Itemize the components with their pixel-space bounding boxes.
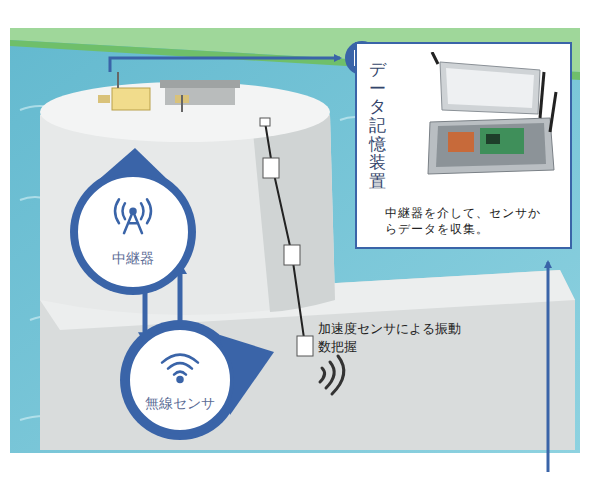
circle-outline <box>125 325 235 435</box>
storage-panel: データ記憶装置中継器を介して、センサからデータを収集。 <box>355 42 572 249</box>
wifi-dot <box>178 377 183 382</box>
panel-title: データ記憶装置 <box>369 60 386 191</box>
case-lid <box>440 62 540 114</box>
signal-arrow <box>178 266 183 327</box>
case-inner <box>436 123 546 167</box>
antenna-wave <box>115 199 151 223</box>
wifi-arc <box>174 372 186 375</box>
sensor-callout: 無線センサ <box>125 325 235 435</box>
antenna <box>540 72 544 118</box>
circle-fill <box>128 328 232 432</box>
case-body <box>428 118 554 174</box>
device-photo <box>420 52 560 182</box>
wifi-icon <box>162 355 198 383</box>
antenna-dot <box>131 209 136 214</box>
callout-title: 中継器 <box>112 250 154 268</box>
wifi-arc <box>162 355 198 363</box>
circle-outline <box>73 172 193 292</box>
lid-inner <box>446 68 534 108</box>
wifi-arc <box>168 363 192 369</box>
panel-note: 中継器を介して、センサからデータを収集。 <box>385 205 545 237</box>
sensor-note: 加速度センサによる振動数把握 <box>318 320 468 355</box>
antenna <box>432 52 438 64</box>
circuit-board <box>480 128 524 154</box>
repeater-callout: 中継器 <box>73 172 193 292</box>
battery <box>448 132 474 152</box>
signal-arrow <box>143 289 148 340</box>
callout-title: 無線センサ <box>145 395 215 413</box>
chip <box>486 134 500 144</box>
circle-fill <box>76 175 190 289</box>
antenna-wave <box>123 203 144 219</box>
antenna <box>550 92 556 132</box>
antenna-icon <box>115 199 151 233</box>
